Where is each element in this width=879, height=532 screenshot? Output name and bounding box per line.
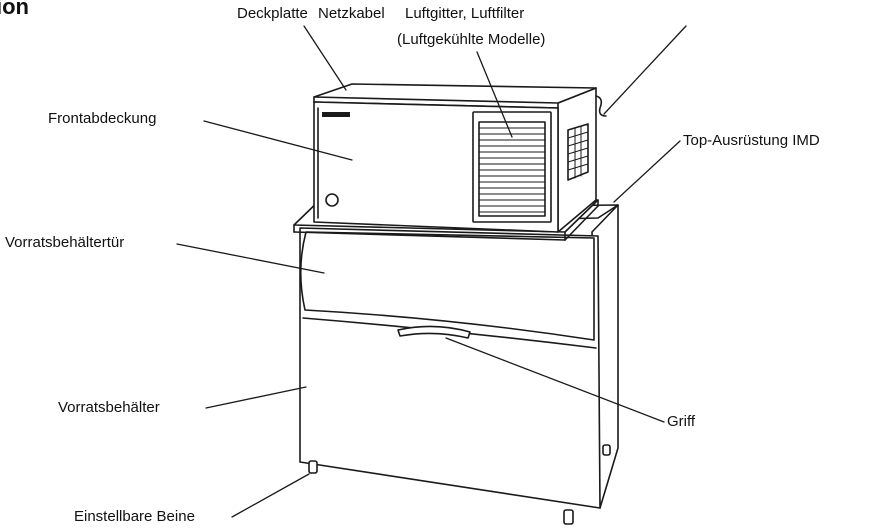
leg-front-right (563, 509, 574, 525)
label-handle: Griff (667, 413, 696, 430)
leader-top-cover (303, 25, 347, 91)
leader-power-cord (603, 25, 687, 115)
label-power-cord: Netzkabel (318, 5, 385, 22)
label-top-cover: Deckplatte (237, 5, 308, 22)
label-air-grille: Luftgitter, Luftfilter (405, 5, 525, 22)
power-switch (325, 193, 339, 207)
air-grille-slats (478, 127, 546, 213)
label-bin-door: Vorratsbehältertür (5, 234, 125, 251)
label-top-kit: Top-Ausrüstung IMD (683, 132, 820, 149)
leg-back-right (602, 444, 611, 456)
storage-bin (299, 204, 619, 525)
bin-handle (397, 325, 471, 339)
leader-top-kit (613, 140, 681, 203)
ice-maker-head (313, 83, 607, 233)
head-top-cover (313, 83, 597, 104)
leader-bin-door (176, 243, 325, 274)
label-bin: Vorratsbehälter (58, 399, 160, 416)
label-air-cooled-models: (Luftgekühlte Modelle) (397, 31, 546, 48)
leader-bin (205, 386, 307, 409)
bin-door (299, 231, 595, 341)
leader-air-grille (476, 51, 513, 138)
leader-front-cover (203, 120, 353, 161)
power-cord (595, 95, 607, 117)
label-front-cover: Frontabdeckung (48, 110, 157, 127)
leader-lines (176, 25, 687, 518)
leader-handle (445, 337, 665, 423)
leader-legs (231, 473, 310, 518)
logo-badge (322, 112, 350, 117)
leg-front-left (308, 460, 318, 474)
heading-fragment: ion (0, 0, 29, 19)
label-adjustable-legs: Einstellbare Beine (74, 508, 195, 525)
